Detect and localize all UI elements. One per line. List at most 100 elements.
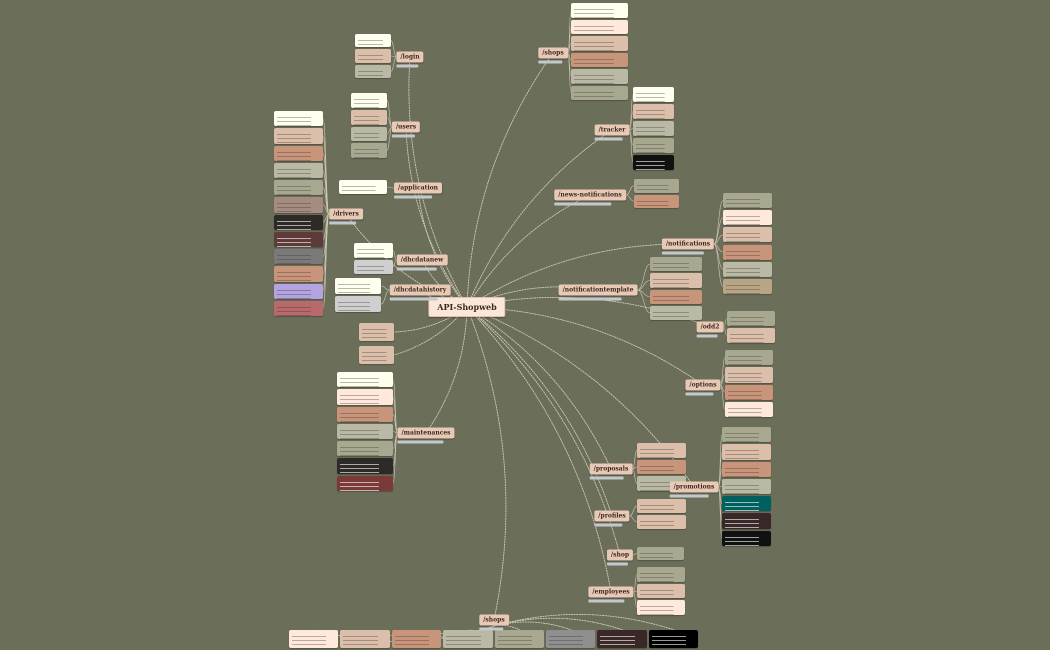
endpoint-node-application[interactable]: /application (394, 182, 442, 199)
response-card[interactable] (355, 34, 391, 48)
response-card[interactable] (274, 197, 323, 213)
response-card[interactable] (274, 145, 323, 161)
response-card[interactable] (545, 630, 596, 648)
response-card[interactable] (723, 193, 772, 209)
response-card[interactable] (722, 461, 771, 477)
response-card[interactable] (340, 630, 390, 648)
response-card[interactable] (725, 367, 773, 383)
endpoint-node-employees[interactable]: /employees (588, 586, 634, 603)
response-card[interactable] (633, 87, 674, 102)
response-card[interactable] (633, 121, 674, 136)
response-card[interactable] (274, 214, 323, 230)
response-card[interactable] (637, 459, 686, 475)
response-card[interactable] (723, 227, 772, 243)
endpoint-node-dhcdatanew[interactable]: /dhcdatanew (396, 254, 448, 271)
response-card[interactable] (637, 547, 684, 560)
endpoint-node-users[interactable]: /users (391, 121, 421, 138)
response-card[interactable] (722, 478, 771, 495)
response-card[interactable] (650, 305, 702, 320)
response-card[interactable] (722, 427, 771, 443)
response-card[interactable] (335, 278, 381, 294)
response-card[interactable] (633, 155, 674, 170)
response-card[interactable] (722, 444, 771, 460)
response-card[interactable] (274, 283, 323, 299)
endpoint-node-profiles[interactable]: /profiles (594, 510, 630, 527)
endpoint-node-login[interactable]: /login (396, 51, 424, 68)
endpoint-node-promotions[interactable]: /promotions (669, 481, 719, 498)
endpoint-node-maintenances[interactable]: /maintenances (397, 427, 455, 444)
response-card[interactable] (351, 109, 387, 125)
response-card[interactable] (723, 278, 772, 294)
response-card[interactable] (571, 36, 628, 51)
endpoint-node-dhcdatahistory[interactable]: /dhcdatahistory (389, 284, 451, 301)
response-card[interactable] (725, 401, 773, 417)
response-card[interactable] (355, 49, 391, 63)
response-card[interactable] (289, 630, 339, 648)
response-card[interactable] (391, 630, 442, 648)
response-card[interactable] (725, 384, 773, 400)
endpoint-node-options[interactable]: /options (685, 379, 721, 396)
response-card[interactable] (494, 630, 544, 648)
response-card[interactable] (351, 93, 387, 108)
response-card[interactable] (723, 210, 772, 226)
response-card[interactable] (274, 231, 323, 247)
endpoint-node-drivers[interactable]: /drivers (329, 208, 363, 225)
response-card[interactable] (337, 372, 393, 388)
response-card[interactable] (571, 69, 628, 84)
response-card[interactable] (339, 180, 387, 194)
response-card[interactable] (637, 499, 686, 513)
endpoint-node-shops[interactable]: /shops (479, 614, 509, 631)
response-card[interactable] (337, 406, 393, 422)
response-card[interactable] (725, 350, 773, 366)
response-card[interactable] (335, 296, 381, 312)
response-card[interactable] (650, 289, 702, 304)
response-card[interactable] (650, 257, 702, 272)
response-card[interactable] (633, 138, 674, 153)
response-card[interactable] (727, 328, 775, 343)
response-card[interactable] (354, 243, 393, 258)
response-card[interactable] (443, 630, 493, 648)
response-card[interactable] (274, 249, 323, 265)
response-card[interactable] (637, 443, 686, 458)
response-card[interactable] (359, 346, 394, 364)
endpoint-node-notificationtemplate[interactable]: /notificationtemplate (558, 284, 638, 301)
response-card[interactable] (727, 311, 775, 326)
response-card[interactable] (274, 180, 323, 196)
response-card[interactable] (351, 126, 387, 142)
response-card[interactable] (571, 85, 628, 100)
response-card[interactable] (337, 423, 393, 440)
response-card[interactable] (637, 583, 685, 599)
response-card[interactable] (571, 19, 628, 34)
response-card[interactable] (274, 128, 323, 144)
response-card[interactable] (354, 259, 393, 274)
response-card[interactable] (571, 3, 628, 18)
endpoint-node-notifications[interactable]: /notifications (661, 238, 715, 255)
response-card[interactable] (597, 630, 647, 648)
response-card[interactable] (637, 600, 685, 615)
response-card[interactable] (337, 441, 393, 457)
endpoint-node-shop[interactable]: /shop (606, 549, 634, 566)
endpoint-node-proposals[interactable]: /proposals (589, 463, 633, 480)
response-card[interactable] (723, 244, 772, 260)
response-card[interactable] (637, 567, 685, 582)
endpoint-node-tracker[interactable]: /tracker (594, 124, 630, 141)
endpoint-node-shops[interactable]: /shops (538, 47, 568, 64)
endpoint-node-news-notifications[interactable]: /news-notifications (554, 189, 626, 206)
response-card[interactable] (723, 261, 772, 277)
response-card[interactable] (634, 194, 679, 208)
response-card[interactable] (351, 143, 387, 158)
response-card[interactable] (274, 162, 323, 178)
response-card[interactable] (355, 64, 391, 78)
response-card[interactable] (722, 513, 771, 529)
response-card[interactable] (359, 323, 394, 341)
response-card[interactable] (337, 475, 393, 491)
response-card[interactable] (633, 104, 674, 119)
response-card[interactable] (722, 530, 771, 546)
response-card[interactable] (337, 389, 393, 405)
response-card[interactable] (637, 515, 686, 529)
response-card[interactable] (650, 273, 702, 288)
response-card[interactable] (337, 458, 393, 474)
response-card[interactable] (274, 266, 323, 282)
response-card[interactable] (648, 630, 698, 648)
response-card[interactable] (274, 300, 323, 316)
